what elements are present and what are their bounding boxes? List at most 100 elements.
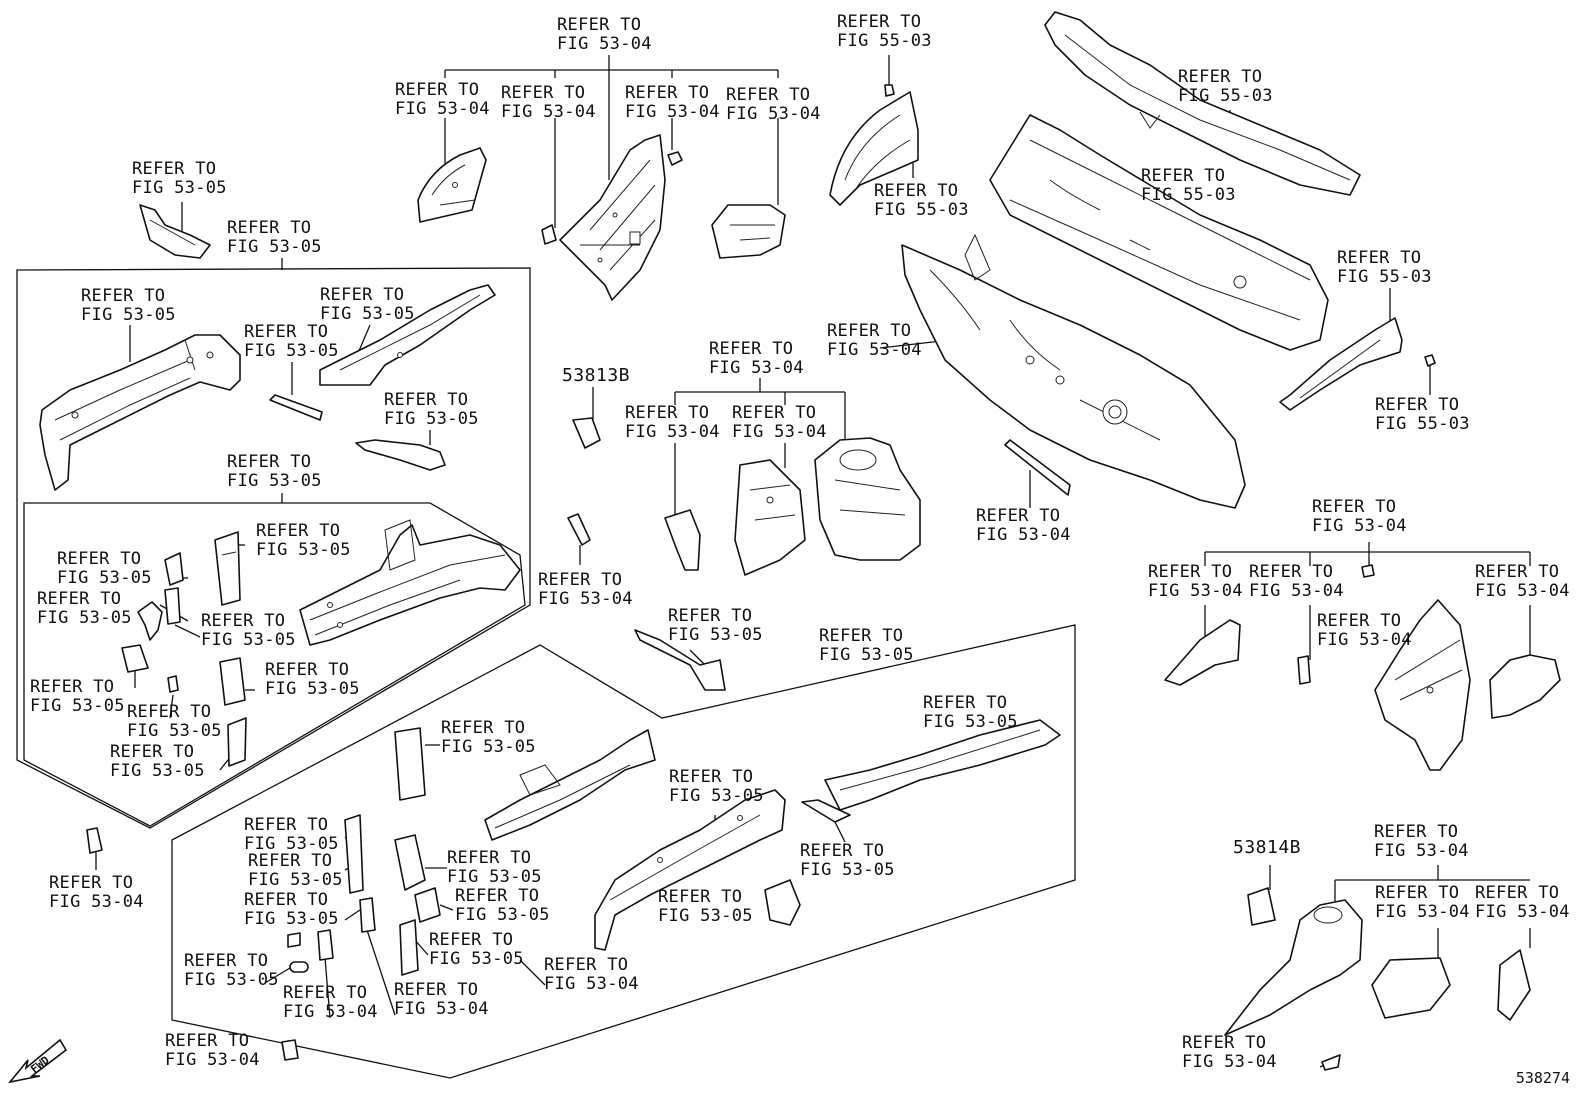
callout-47[interactable]: REFER TO FIG 53-05 — [447, 849, 542, 887]
callout-44[interactable]: REFER TO FIG 53-05 — [658, 888, 753, 926]
callout-refer: REFER TO — [1475, 562, 1560, 582]
callout-19[interactable]: REFER TO FIG 53-04 — [625, 404, 720, 442]
callout-fig: FIG 53-04 — [557, 34, 652, 54]
callout-fig: FIG 53-05 — [658, 906, 753, 926]
callout-35[interactable]: REFER TO FIG 53-04 — [1148, 563, 1243, 601]
callout-48[interactable]: REFER TO FIG 53-05 — [455, 887, 550, 925]
callout-36[interactable]: REFER TO FIG 53-04 — [1249, 563, 1344, 601]
callout-40[interactable]: REFER TO FIG 53-05 — [923, 694, 1018, 732]
callout-34[interactable]: REFER TO FIG 53-04 — [1312, 498, 1407, 536]
callout-15[interactable]: REFER TO FIG 53-05 — [320, 286, 415, 324]
callout-38[interactable]: REFER TO FIG 53-04 — [1475, 563, 1570, 601]
callout-13[interactable]: REFER TO FIG 53-05 — [227, 219, 322, 257]
callout-12[interactable]: REFER TO FIG 53-05 — [132, 160, 227, 198]
callout-refer: REFER TO — [57, 549, 142, 569]
callout-4[interactable]: REFER TO FIG 53-04 — [625, 84, 720, 122]
callout-16[interactable]: REFER TO FIG 53-05 — [244, 323, 339, 361]
callout-refer: REFER TO — [384, 390, 469, 410]
callout-fig: FIG 53-04 — [283, 1002, 378, 1022]
callout-fig: FIG 53-04 — [1374, 841, 1469, 861]
callout-29[interactable]: REFER TO FIG 53-05 — [30, 678, 125, 716]
callout-refer: REFER TO — [1182, 1033, 1267, 1053]
callout-45[interactable]: REFER TO FIG 53-05 — [244, 816, 339, 854]
callout-refer: REFER TO — [441, 718, 526, 738]
callout-32[interactable]: REFER TO FIG 53-05 — [668, 607, 763, 645]
callout-1[interactable]: REFER TO FIG 53-04 — [557, 16, 652, 54]
callout-7[interactable]: REFER TO FIG 55-03 — [874, 182, 969, 220]
callout-59[interactable]: REFER TO FIG 53-04 — [1475, 884, 1570, 922]
callout-58[interactable]: REFER TO FIG 53-04 — [1375, 884, 1470, 922]
bracket-part — [121, 644, 149, 673]
callout-11[interactable]: REFER TO FIG 55-03 — [1375, 396, 1470, 434]
callout-refer: REFER TO — [429, 930, 514, 950]
callout-50[interactable]: REFER TO FIG 53-05 — [429, 931, 524, 969]
callout-56[interactable]: REFER TO FIG 53-04 — [165, 1032, 260, 1070]
part-number-53814b[interactable]: 53814B — [1233, 837, 1302, 858]
callout-55[interactable]: REFER TO FIG 53-04 — [49, 874, 144, 912]
callout-6[interactable]: REFER TO FIG 55-03 — [837, 13, 932, 51]
callout-51[interactable]: REFER TO FIG 53-05 — [184, 952, 279, 990]
callout-54[interactable]: REFER TO FIG 53-04 — [394, 981, 489, 1019]
callout-fig: FIG 53-05 — [455, 905, 550, 925]
callout-18[interactable]: REFER TO FIG 53-04 — [709, 340, 804, 378]
callout-fig: FIG 53-05 — [57, 568, 152, 588]
callout-8[interactable]: REFER TO FIG 55-03 — [1178, 68, 1273, 106]
callout-39[interactable]: REFER TO FIG 53-05 — [819, 627, 914, 665]
callout-refer: REFER TO — [658, 887, 743, 907]
callout-5[interactable]: REFER TO FIG 53-04 — [726, 86, 821, 124]
callout-46[interactable]: REFER TO FIG 53-05 — [248, 852, 343, 890]
callout-60[interactable]: REFER TO FIG 53-04 — [1182, 1034, 1277, 1072]
callout-20[interactable]: REFER TO FIG 53-04 — [732, 404, 827, 442]
callout-refer: REFER TO — [132, 159, 217, 179]
callout-42[interactable]: REFER TO FIG 53-05 — [669, 768, 764, 806]
dash-panel-part — [901, 233, 1246, 509]
callout-23[interactable]: REFER TO FIG 53-05 — [227, 453, 322, 491]
callout-refer: REFER TO — [248, 851, 333, 871]
sill-part — [824, 719, 1061, 811]
callout-fig: FIG 53-05 — [244, 909, 339, 929]
callout-57[interactable]: REFER TO FIG 53-04 — [1374, 823, 1469, 861]
part-number-53813b[interactable]: 53813B — [562, 365, 631, 386]
callout-fig: FIG 53-04 — [625, 102, 720, 122]
callout-fig: FIG 53-05 — [244, 341, 339, 361]
callout-37[interactable]: REFER TO FIG 53-04 — [1317, 612, 1412, 650]
callout-fig: FIG 53-05 — [227, 471, 322, 491]
callout-refer: REFER TO — [800, 841, 885, 861]
callout-25[interactable]: REFER TO FIG 53-05 — [57, 550, 152, 588]
callout-53[interactable]: REFER TO FIG 53-04 — [283, 984, 378, 1022]
callout-fig: FIG 53-05 — [447, 867, 542, 887]
callout-refer: REFER TO — [501, 83, 586, 103]
callout-22[interactable]: REFER TO FIG 53-04 — [976, 507, 1071, 545]
callout-49[interactable]: REFER TO FIG 53-05 — [244, 891, 339, 929]
callout-3[interactable]: REFER TO FIG 53-04 — [501, 84, 596, 122]
callout-fig: FIG 53-04 — [1317, 630, 1412, 650]
callout-33[interactable]: REFER TO FIG 53-04 — [538, 571, 633, 609]
callout-refer: REFER TO — [127, 702, 212, 722]
callout-refer: REFER TO — [1337, 248, 1422, 268]
callout-27[interactable]: REFER TO FIG 53-05 — [201, 612, 296, 650]
callout-refer: REFER TO — [1249, 562, 1334, 582]
callout-24[interactable]: REFER TO FIG 53-05 — [256, 522, 351, 560]
callout-fig: FIG 53-05 — [265, 679, 360, 699]
callout-28[interactable]: REFER TO FIG 53-05 — [265, 661, 360, 699]
callout-refer: REFER TO — [265, 660, 350, 680]
callout-10[interactable]: REFER TO FIG 55-03 — [1337, 249, 1432, 287]
cowl-panel-part — [989, 114, 1329, 351]
callout-17[interactable]: REFER TO FIG 53-05 — [384, 391, 479, 429]
callout-refer: REFER TO — [447, 848, 532, 868]
callout-fig: FIG 53-05 — [256, 540, 351, 560]
callout-2[interactable]: REFER TO FIG 53-04 — [395, 81, 490, 119]
callout-21[interactable]: REFER TO FIG 53-04 — [827, 322, 922, 360]
plate-part — [227, 717, 247, 767]
callout-9[interactable]: REFER TO FIG 55-03 — [1141, 167, 1236, 205]
bracket-part — [359, 897, 376, 933]
callout-41[interactable]: REFER TO FIG 53-05 — [441, 719, 536, 757]
callout-26[interactable]: REFER TO FIG 53-05 — [37, 590, 132, 628]
callout-14[interactable]: REFER TO FIG 53-05 — [81, 287, 176, 325]
callout-refer: REFER TO — [1148, 562, 1233, 582]
callout-fig: FIG 53-04 — [394, 999, 489, 1019]
callout-31[interactable]: REFER TO FIG 53-05 — [110, 743, 205, 781]
callout-43[interactable]: REFER TO FIG 53-05 — [800, 842, 895, 880]
callout-52[interactable]: REFER TO FIG 53-04 — [544, 956, 639, 994]
callout-30[interactable]: REFER TO FIG 53-05 — [127, 703, 222, 741]
